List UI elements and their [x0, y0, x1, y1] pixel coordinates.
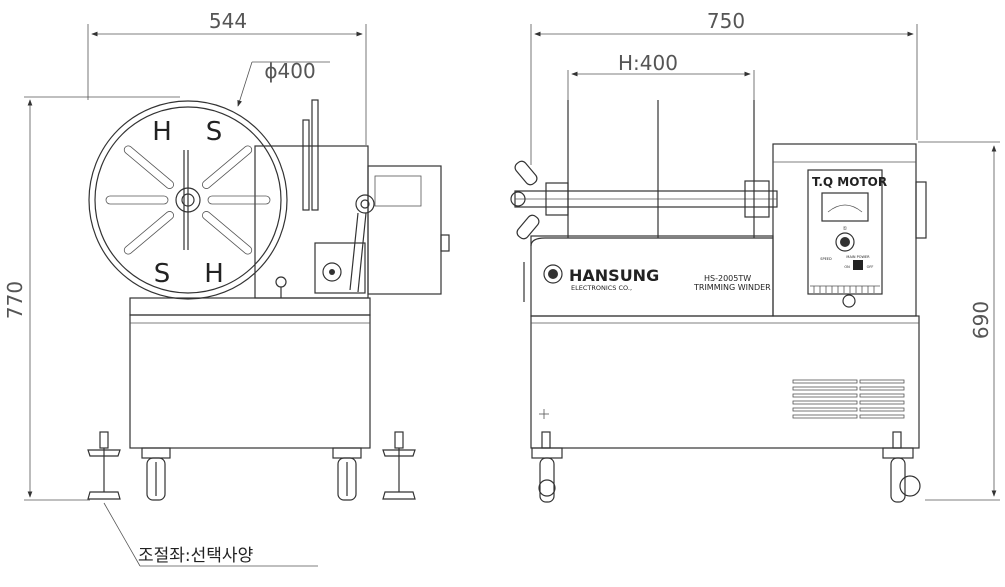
motor-label: T.Q MOTOR: [812, 175, 887, 189]
dimension-diameter: ϕ400: [237, 59, 330, 107]
reel: H S S H: [88, 100, 288, 300]
dimension-front-height: 770: [3, 96, 180, 501]
dimension-side-width: 750: [530, 9, 918, 165]
model-number: HS-2005TW: [704, 274, 751, 283]
side-width-label: 750: [707, 9, 745, 33]
diameter-label: ϕ400: [264, 59, 315, 83]
front-view: H S S H: [87, 99, 450, 567]
switch-on-label: ON: [844, 265, 850, 269]
brand-name: HANSUNG: [569, 266, 659, 285]
side-height-label: 690: [969, 301, 993, 339]
reel-letter: S: [206, 117, 223, 147]
front-height-label: 770: [3, 281, 27, 319]
switch-off-label: OFF: [867, 265, 874, 269]
dimension-side-height: 690: [918, 141, 1000, 501]
adjuster-note: 조절좌:선택사양: [138, 546, 253, 566]
switch-left-label: SPEED: [820, 257, 832, 261]
side-view: [510, 100, 927, 503]
reel-letter: S: [154, 259, 171, 289]
dimension-front-width: 544: [87, 9, 367, 145]
vents: [792, 379, 905, 419]
shaft-clamp: [510, 160, 540, 240]
dial-mark: ①: [843, 226, 848, 232]
guide-height-label: H:400: [618, 51, 678, 75]
brand-subtitle: ELECTRONICS CO.,: [571, 284, 632, 292]
front-width-label: 544: [209, 9, 247, 33]
product-name: TRIMMING WINDER: [693, 283, 771, 292]
switch-right-label: MAIN POWER: [846, 255, 870, 259]
reel-letter: H: [204, 259, 224, 289]
front-legs: [87, 431, 416, 501]
side-legs: [531, 431, 921, 503]
dimension-guide-height: H:400: [567, 51, 755, 100]
reel-letter: H: [152, 117, 172, 147]
